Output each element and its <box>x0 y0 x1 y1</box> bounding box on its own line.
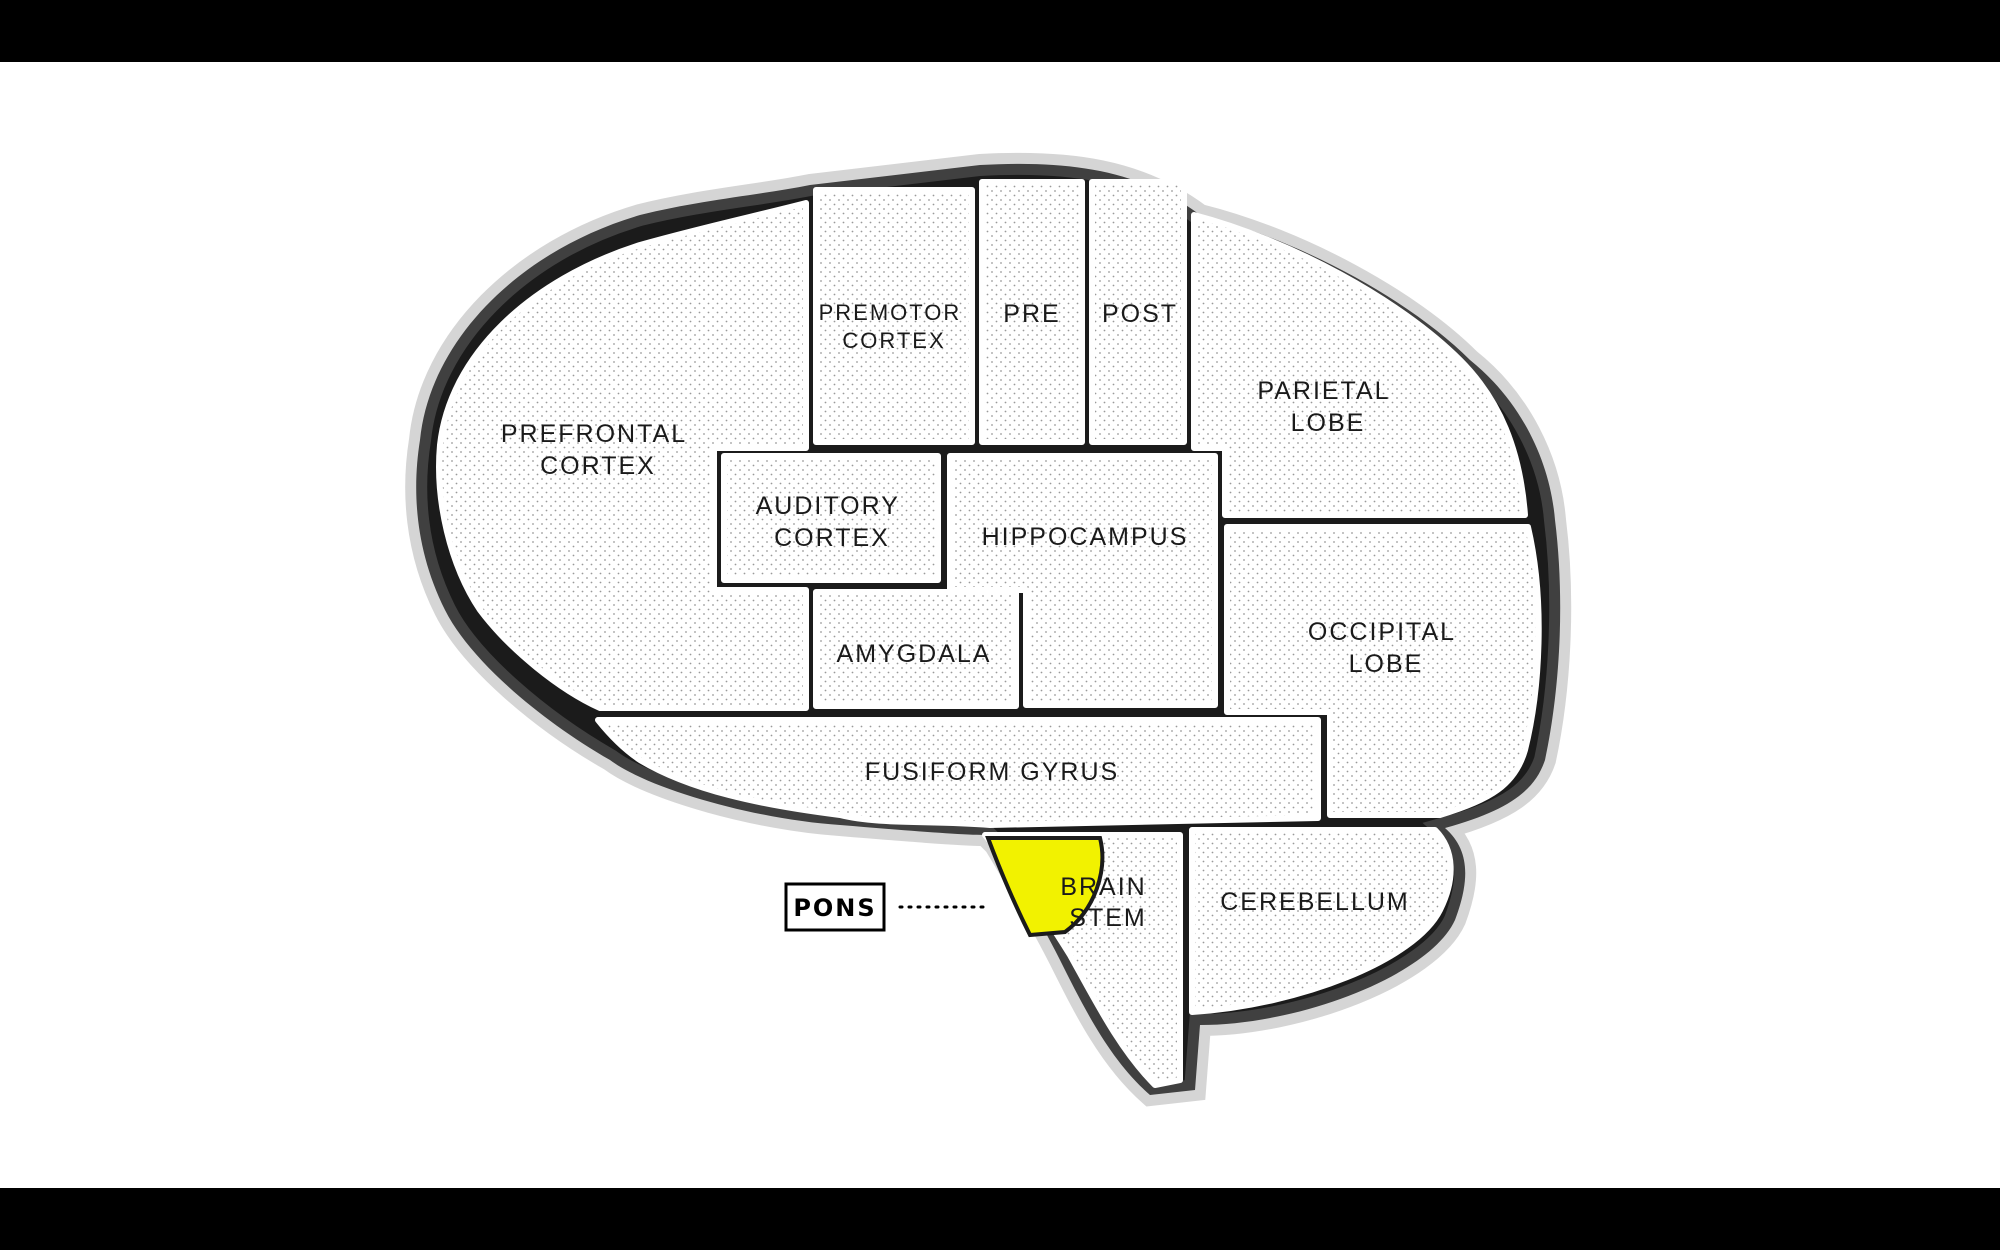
region-postcentral <box>1089 179 1187 445</box>
region-occipital-lobe <box>1224 524 1542 818</box>
label-auditory-cortex: AUDITORY CORTEX <box>756 492 909 552</box>
label-hippocampus: HIPPOCAMPUS <box>982 523 1189 551</box>
region-auditory-cortex <box>721 453 941 583</box>
label-parietal-lobe: PARIETAL LOBE <box>1257 377 1398 437</box>
brain-diagram: PREFRONTAL CORTEX PREMOTOR CORTEX PRE PO… <box>405 152 1572 1107</box>
region-labels: PREFRONTAL CORTEX PREMOTOR CORTEX PRE PO… <box>501 300 1464 932</box>
label-post: POST <box>1102 300 1178 328</box>
pons-highlight <box>985 836 1105 938</box>
label-brain-stem: BRAIN STEM <box>1060 873 1155 932</box>
label-pre: PRE <box>1003 300 1060 328</box>
region-prefrontal-cortex <box>436 200 809 711</box>
diagram-stage: PREFRONTAL CORTEX PREMOTOR CORTEX PRE PO… <box>0 62 2000 1188</box>
label-cerebellum: CEREBELLUM <box>1220 888 1410 916</box>
region-cerebellum <box>1189 827 1454 1015</box>
region-amygdala <box>813 589 1019 709</box>
letterbox-top-bar <box>0 0 2000 62</box>
pons-callout-label: PONS <box>793 894 876 922</box>
region-precentral <box>979 179 1085 445</box>
label-amygdala: AMYGDALA <box>837 640 992 668</box>
label-occipital-lobe: OCCIPITAL LOBE <box>1308 618 1464 678</box>
label-premotor-cortex: PREMOTOR CORTEX <box>819 300 970 353</box>
label-prefrontal-cortex: PREFRONTAL CORTEX <box>501 420 695 480</box>
pons-callout-box <box>784 882 886 932</box>
region-fusiform-gyrus <box>595 717 1321 828</box>
pons-callout: PONS <box>784 882 987 932</box>
letterbox-bottom-bar <box>0 1188 2000 1250</box>
region-parietal-lobe <box>1191 212 1528 518</box>
label-fusiform-gyrus: FUSIFORM GYRUS <box>865 758 1119 786</box>
region-premotor-cortex <box>813 187 975 445</box>
